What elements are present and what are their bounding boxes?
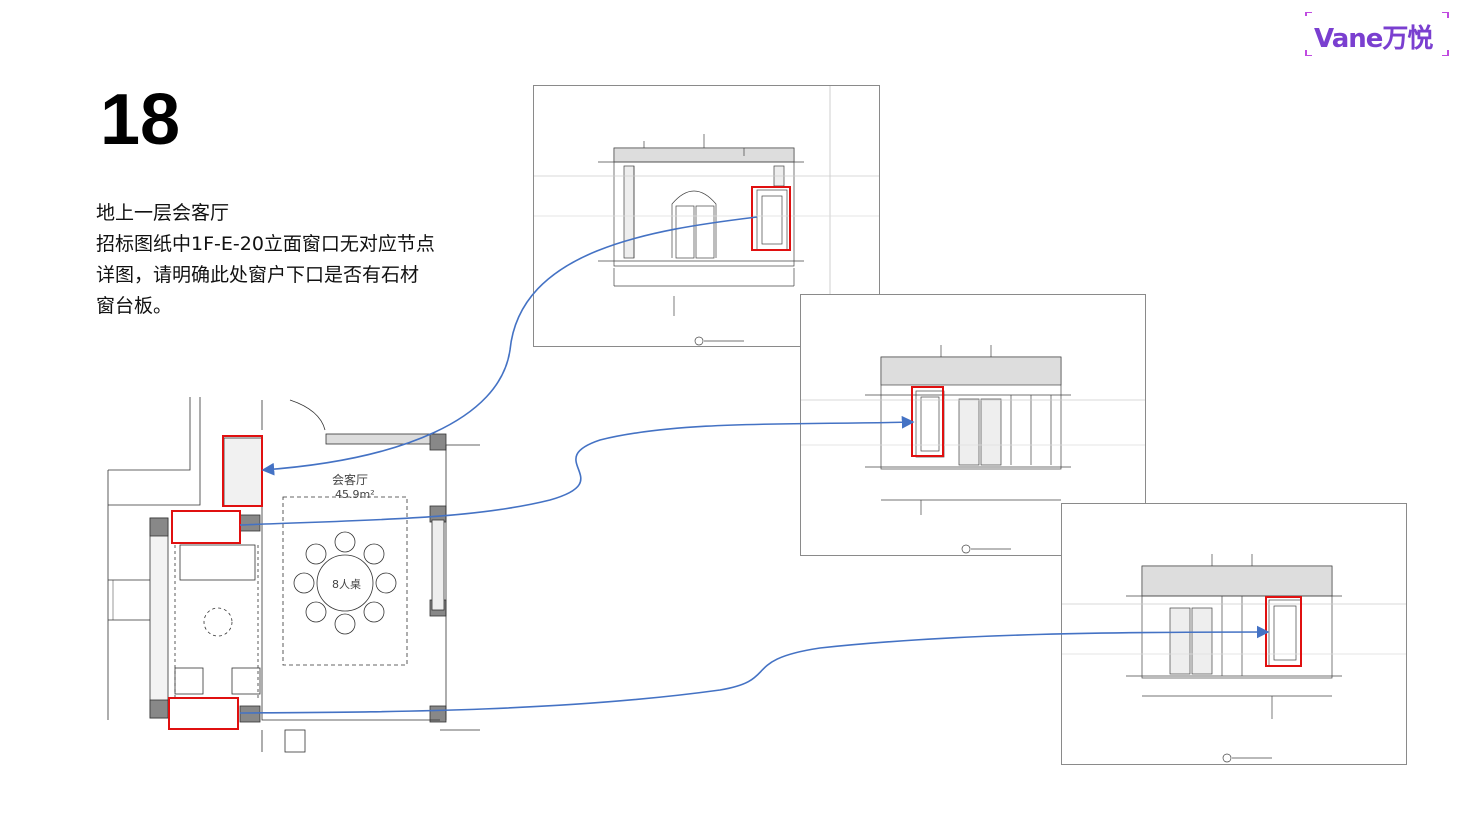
elevation-highlight-boxes [751, 186, 1302, 667]
elevation-3-lines [1062, 554, 1406, 763]
room-area-label: 45.9m² [335, 488, 375, 501]
elevation-2-lines [801, 345, 1145, 554]
floor-plan [107, 397, 480, 753]
connector-arrows [239, 216, 1270, 714]
description-line: 窗台板。 [96, 295, 173, 317]
description-line: 详图，请明确此处窗户下口是否有石材 [96, 264, 420, 286]
elevation-1-lines [534, 86, 879, 346]
elevation-drawing-3 [1061, 503, 1407, 765]
table-label: 8人桌 [332, 578, 361, 591]
vane-logo: Vane万悦 [1302, 12, 1452, 56]
slide-number: 18 [100, 80, 181, 160]
room-name-label: 会客厅 [332, 472, 368, 487]
description-line: 招标图纸中1F-E-20立面窗口无对应节点 [96, 233, 435, 255]
logo-text: Vane万悦 [1314, 24, 1433, 54]
plan-highlight-boxes [168, 435, 263, 730]
description-line: 地上一层会客厅 [96, 202, 230, 224]
description-text: 地上一层会客厅 招标图纸中1F-E-20立面窗口无对应节点 详图，请明确此处窗户… [96, 198, 496, 322]
